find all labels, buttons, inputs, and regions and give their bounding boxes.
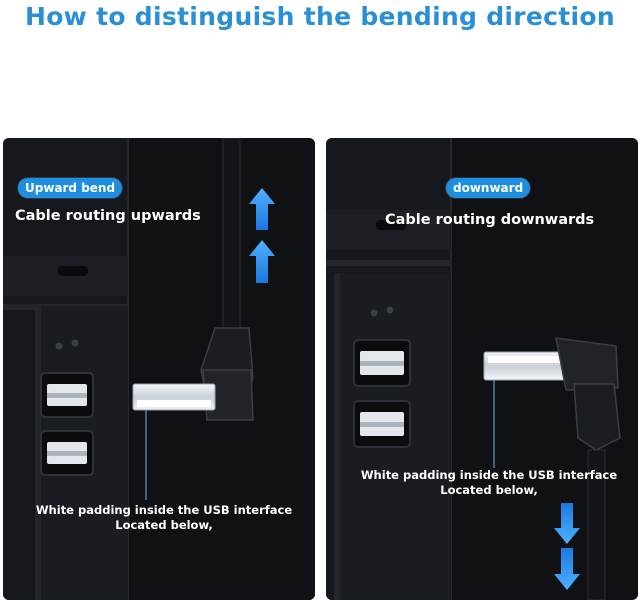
downward-badge: downward bbox=[446, 178, 531, 198]
arrow-up-icon bbox=[249, 188, 275, 230]
arrow-up-icon bbox=[249, 240, 275, 283]
flat-cable bbox=[587, 449, 606, 600]
arrow-down-icon bbox=[554, 548, 580, 590]
indicator-led bbox=[55, 342, 63, 350]
indicator-led bbox=[386, 306, 394, 314]
flat-cable bbox=[222, 138, 241, 329]
upward-note-line1: White padding inside the USB interface bbox=[35, 503, 293, 517]
usb-port bbox=[353, 400, 411, 448]
downward-note-line1: White padding inside the USB interface bbox=[360, 468, 618, 482]
downward-bend-illustration bbox=[326, 138, 638, 600]
usb-port bbox=[40, 430, 94, 476]
downward-note-line2: Located below, bbox=[440, 483, 538, 497]
angled-usb-connector bbox=[483, 337, 621, 451]
indicator-led bbox=[71, 339, 79, 347]
upward-bend-badge: Upward bend bbox=[18, 178, 123, 198]
upward-note: White padding inside the USB interface L… bbox=[29, 503, 299, 533]
downward-bend-panel: downward Cable routing downwards White p… bbox=[326, 138, 638, 600]
page-title: How to distinguish the bending direction bbox=[24, 2, 615, 31]
upward-bend-panel: Upward bend Cable routing upwards White … bbox=[3, 138, 315, 600]
upward-note-line2: Located below, bbox=[115, 518, 213, 532]
upward-routing-text: Cable routing upwards bbox=[15, 208, 201, 224]
usb-port bbox=[40, 372, 94, 418]
indicator-led bbox=[370, 309, 378, 317]
arrow-down-icon bbox=[554, 503, 580, 544]
downward-note: White padding inside the USB interface L… bbox=[354, 468, 624, 498]
upward-bend-illustration bbox=[3, 138, 315, 600]
downward-routing-text: Cable routing downwards bbox=[385, 212, 595, 228]
angled-usb-connector bbox=[132, 327, 254, 421]
usb-port bbox=[353, 339, 411, 387]
